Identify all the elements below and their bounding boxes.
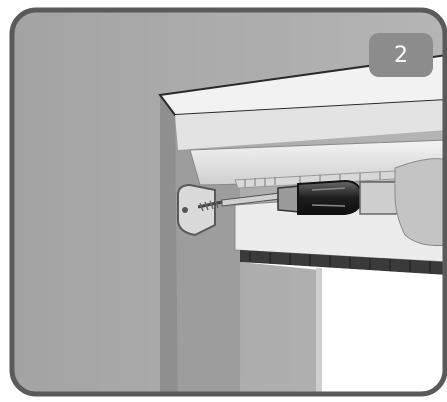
recess-side — [160, 95, 178, 398]
screwdriver-icon — [278, 181, 405, 214]
step-number-badge: 2 — [369, 33, 433, 77]
bracket-hole — [182, 207, 188, 213]
window-frame-edge — [316, 268, 322, 398]
